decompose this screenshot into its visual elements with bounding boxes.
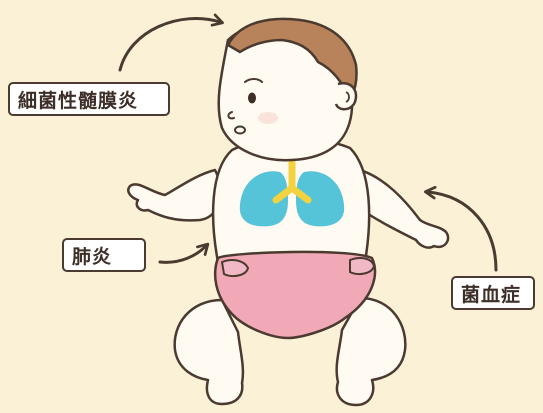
left-leg	[173, 298, 245, 406]
mouth	[234, 125, 246, 135]
eyebrow	[244, 78, 263, 83]
lungs-icon	[239, 158, 345, 227]
arrow-icon	[118, 13, 224, 72]
label-bacteremia: 菌血症	[451, 276, 535, 310]
head	[217, 17, 358, 162]
label-pneumonia: 肺炎	[62, 238, 146, 272]
arrow-icon	[423, 185, 498, 272]
arrow-icon	[158, 242, 210, 264]
eye	[248, 92, 256, 104]
right-arm	[358, 168, 450, 249]
diaper	[213, 250, 377, 340]
label-meningitis: 細菌性髄膜炎	[8, 82, 170, 116]
right-leg	[335, 296, 407, 407]
left-arm	[127, 168, 224, 222]
